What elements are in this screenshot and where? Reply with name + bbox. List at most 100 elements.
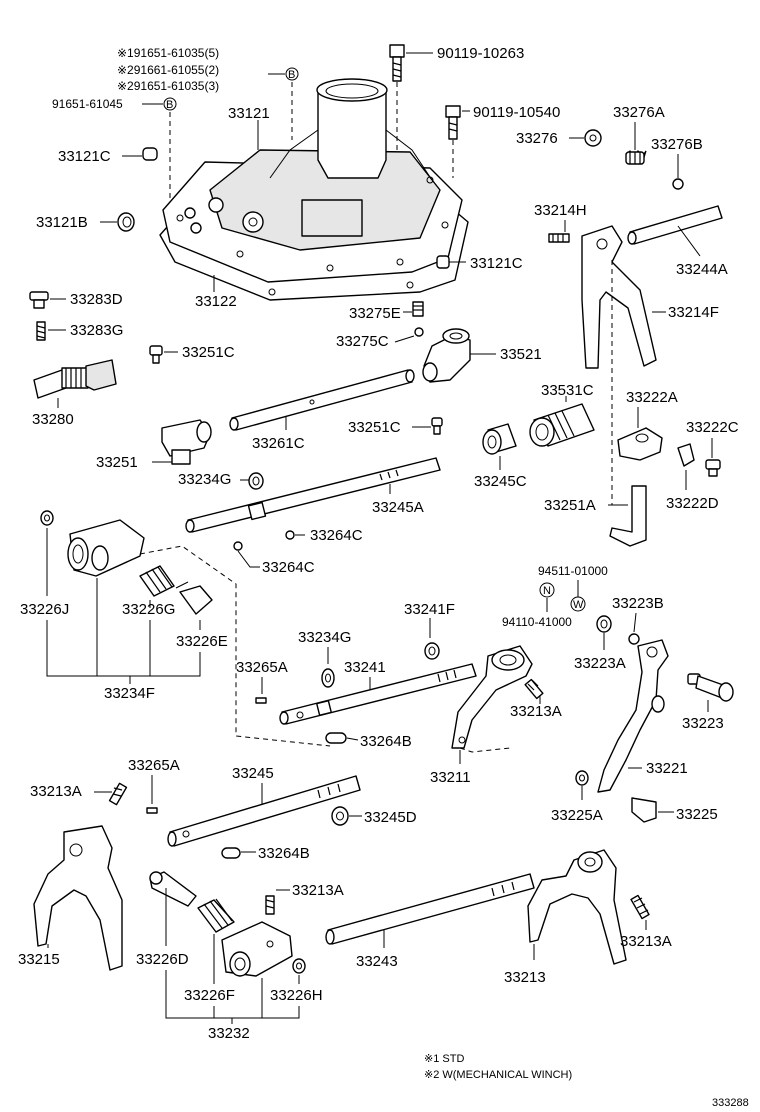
label-33251C-b: 33251C: [348, 419, 401, 436]
label-33245: 33245: [232, 765, 274, 782]
label-33264B-a: 33264B: [360, 733, 412, 750]
shift-fork-33211: [451, 645, 533, 749]
marker-n-label: N: [543, 585, 551, 597]
pin-33213A-c: [265, 895, 275, 915]
label-33280: 33280: [32, 411, 74, 428]
label-90119-10263: 90119-10263: [437, 45, 524, 62]
shift-head-33251: [161, 419, 212, 465]
lever-pin-33222D: [677, 443, 695, 467]
label-33245D: 33245D: [364, 809, 417, 826]
label-33213A-a: 33213A: [30, 783, 82, 800]
spring-33283G: [36, 321, 46, 341]
label-94511-01000: 94511-01000: [538, 564, 608, 578]
label-33213A-b: 33213A: [510, 703, 562, 720]
label-33222C: 33222C: [686, 419, 739, 436]
shift-lever-33221: [597, 639, 669, 793]
pin-33265A: [255, 697, 267, 704]
label-33214H: 33214H: [534, 202, 587, 219]
plunger-33226D: [149, 871, 197, 907]
label-33234G-b: 33234G: [298, 629, 351, 646]
pin-33264B: [325, 732, 347, 744]
label-33275C: 33275C: [336, 333, 389, 350]
label-33226H: 33226H: [270, 987, 323, 1004]
label-33251: 33251: [96, 454, 138, 471]
clip-33226H: [292, 958, 306, 974]
label-33265A-b: 33265A: [128, 757, 180, 774]
label-33122: 33122: [195, 293, 237, 310]
ball-33264C-b: [233, 541, 243, 551]
shaft-33261C: [229, 369, 415, 431]
pin-33213A-d: [630, 894, 650, 920]
shift-fork-33214F: [581, 225, 657, 369]
label-33213A-c: 33213A: [292, 882, 344, 899]
lever-33222A: [617, 427, 663, 461]
label-33223B: 33223B: [612, 595, 664, 612]
label-33243: 33243: [356, 953, 398, 970]
label-33264B-b: 33264B: [258, 845, 310, 862]
label-33225: 33225: [676, 806, 718, 823]
label-33215: 33215: [18, 951, 60, 968]
label-33265A-a: 33265A: [236, 659, 288, 676]
clip-33234G-b: [321, 668, 335, 688]
label-33121B: 33121B: [36, 214, 88, 231]
ball-33264C: [285, 530, 295, 540]
clip-33234G: [248, 472, 264, 490]
label-33226F: 33226F: [184, 987, 235, 1004]
label-33276: 33276: [516, 130, 558, 147]
ring-33223B: [628, 633, 640, 645]
spring-33275E: [412, 301, 424, 317]
header-note-1: ※191651-61035(5): [117, 46, 219, 60]
ball-33276B: [672, 178, 684, 190]
label-33521: 33521: [500, 346, 542, 363]
plug-33121C: [142, 147, 158, 161]
shift-lever-33280: [33, 359, 117, 399]
label-94110-41000: 94110-41000: [502, 615, 572, 629]
shift-fork-33213: [527, 849, 627, 965]
label-33261C: 33261C: [252, 435, 305, 452]
shaft-33245: [167, 775, 361, 847]
screw-33251C-b: [431, 417, 443, 435]
label-90119-10540: 90119-10540: [473, 104, 560, 121]
shift-fork-33215: [33, 825, 123, 971]
bolt-90119-10540: [445, 105, 461, 140]
label-33222A: 33222A: [626, 389, 678, 406]
label-33226E: 33226E: [176, 633, 228, 650]
spring-33226F: [197, 898, 235, 933]
label-33234F: 33234F: [104, 685, 155, 702]
spring-33226G: [139, 565, 175, 597]
header-note-2: ※291661-61055(2): [117, 63, 219, 77]
label-33222D: 33222D: [666, 495, 719, 512]
washer-33223A: [596, 615, 612, 633]
label-33226J: 33226J: [20, 601, 69, 618]
label-33121C-b: 33121C: [470, 255, 523, 272]
clip-33226J: [40, 510, 54, 526]
shaft-33244A: [627, 205, 723, 245]
label-33245C: 33245C: [474, 473, 527, 490]
marker-w-label: W: [573, 599, 584, 611]
plug-33283D: [29, 291, 49, 309]
label-33214F: 33214F: [668, 304, 719, 321]
label-33241F: 33241F: [404, 601, 455, 618]
label-33221: 33221: [646, 760, 688, 777]
shift-head-33234F: [67, 519, 145, 577]
label-33245A: 33245A: [372, 499, 424, 516]
label-33223: 33223: [682, 715, 724, 732]
marker-b-label: B: [288, 69, 295, 81]
label-33223A: 33223A: [574, 655, 626, 672]
clip-33245D: [331, 806, 349, 826]
pin-33223: [687, 673, 734, 702]
shift-head-33521: [422, 328, 471, 383]
ball-33275C: [414, 327, 424, 337]
marker-n-circle: [539, 582, 555, 598]
sleeve-33531C: [529, 403, 595, 447]
marker-b-circle: [285, 67, 299, 81]
label-33244A: 33244A: [676, 261, 728, 278]
label-33275E: 33275E: [349, 305, 401, 322]
spring-33276A: [624, 149, 647, 165]
clip-33225A: [575, 770, 589, 786]
label-33531C: 33531C: [541, 382, 594, 399]
label-33283G: 33283G: [70, 322, 123, 339]
label-33276B: 33276B: [651, 136, 703, 153]
lever-33251A: [609, 485, 647, 547]
label-33241: 33241: [344, 659, 386, 676]
